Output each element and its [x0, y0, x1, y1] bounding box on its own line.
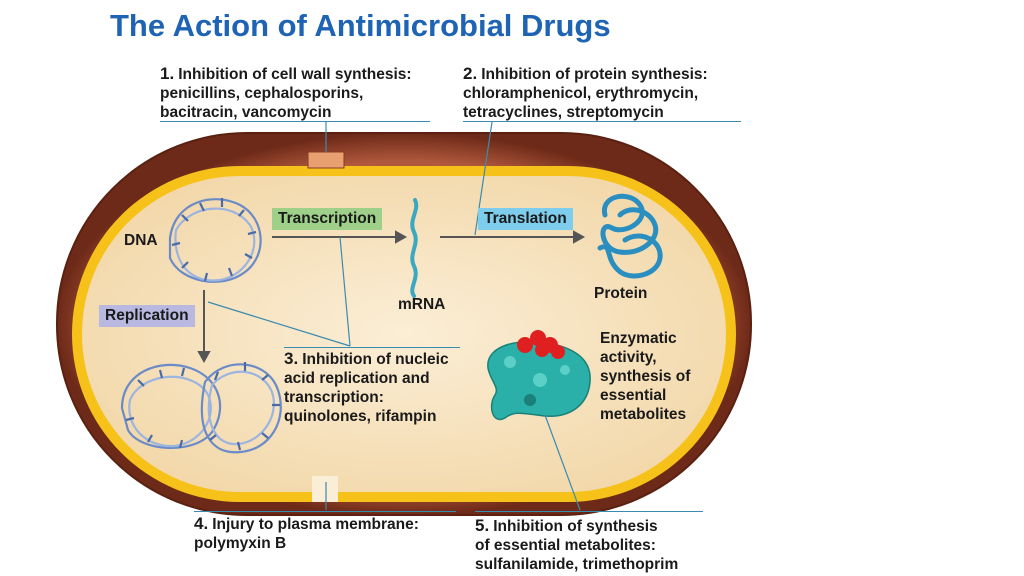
- cell-wall-gap: [307, 151, 345, 169]
- mrna-icon: [410, 198, 419, 298]
- protein-icon: [597, 193, 663, 279]
- leader-lines: [207, 121, 581, 511]
- callout-essential-metabolites: 5.Inhibition of synthesis of essential m…: [475, 516, 679, 573]
- enzymatic-label: Enzymatic activity, synthesis of essenti…: [600, 330, 691, 423]
- callout-nucleic-acid: 3.Inhibition of nucleic acid replication…: [284, 349, 449, 425]
- callout-3-rule: [284, 347, 460, 348]
- substrate-icon: [517, 330, 565, 359]
- callout-cell-wall: 1.Inhibition of cell wall synthesis: pen…: [160, 64, 412, 121]
- replicated-dna-icon: [120, 362, 282, 454]
- dna-icon: [168, 198, 262, 283]
- dna-label: DNA: [124, 232, 158, 249]
- transcription-tag: Transcription: [272, 208, 383, 230]
- callout-4-rule: [194, 511, 456, 512]
- flow-arrows: [197, 230, 586, 364]
- replication-tag: Replication: [99, 305, 195, 327]
- callout-2-rule: [463, 121, 741, 122]
- callout-1-rule: [160, 121, 430, 122]
- callout-plasma-membrane: 4.Injury to plasma membrane: polymyxin B: [194, 514, 419, 552]
- callout-5-rule: [475, 511, 703, 512]
- translation-tag: Translation: [478, 208, 573, 230]
- membrane-gap: [312, 476, 338, 502]
- mrna-label: mRNA: [398, 296, 446, 313]
- protein-label: Protein: [594, 285, 648, 302]
- callout-protein-synthesis: 2.Inhibition of protein synthesis: chlor…: [463, 64, 708, 121]
- page-title: The Action of Antimicrobial Drugs: [110, 8, 611, 43]
